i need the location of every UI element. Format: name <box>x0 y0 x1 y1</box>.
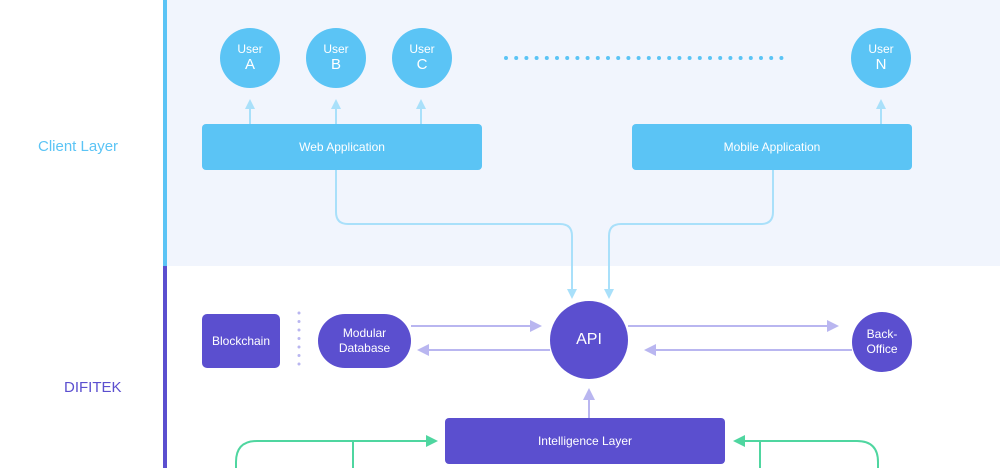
modular-database-node: Modular Database <box>318 314 411 368</box>
user-a-node: User A <box>220 28 280 88</box>
client-layer-bar <box>163 0 167 266</box>
db-api-arrows <box>411 320 550 356</box>
user-a-label: User <box>237 42 263 56</box>
web-to-api-line <box>335 170 577 299</box>
intel-link-left-outer <box>235 435 438 468</box>
back-office-line1: Back- <box>866 327 898 341</box>
user-b-label: User <box>323 42 349 56</box>
mobile-application-box: Mobile Application <box>632 124 912 170</box>
user-c-node: User C <box>392 28 452 88</box>
user-n-id: N <box>875 56 887 73</box>
modular-database-line1: Modular <box>342 326 387 340</box>
user-c-label: User <box>409 42 435 56</box>
user-a-id: A <box>244 56 255 73</box>
modular-database-line2: Database <box>338 341 391 355</box>
mobile-to-api-line <box>604 170 774 299</box>
user-n-node: User N <box>851 28 911 88</box>
back-office-line2: Office <box>866 342 898 356</box>
user-n-label: User <box>868 42 894 56</box>
blockchain-box: Blockchain <box>202 314 280 368</box>
api-label: API <box>576 331 602 348</box>
intel-link-right-outer <box>733 435 879 468</box>
user-c-id: C <box>416 56 428 73</box>
intelligence-layer-box: Intelligence Layer <box>445 418 725 464</box>
api-backoffice-arrows <box>628 320 852 356</box>
user-b-id: B <box>330 56 341 73</box>
app-to-user-arrows <box>245 99 886 124</box>
difitek-layer-label: DIFITEK <box>64 379 122 396</box>
back-office-node: Back- Office <box>852 312 912 372</box>
user-b-node: User B <box>306 28 366 88</box>
difitek-layer-bar <box>163 266 167 468</box>
client-layer-label: Client Layer <box>38 138 119 155</box>
web-application-box: Web Application <box>202 124 482 170</box>
api-node: API <box>550 301 628 379</box>
